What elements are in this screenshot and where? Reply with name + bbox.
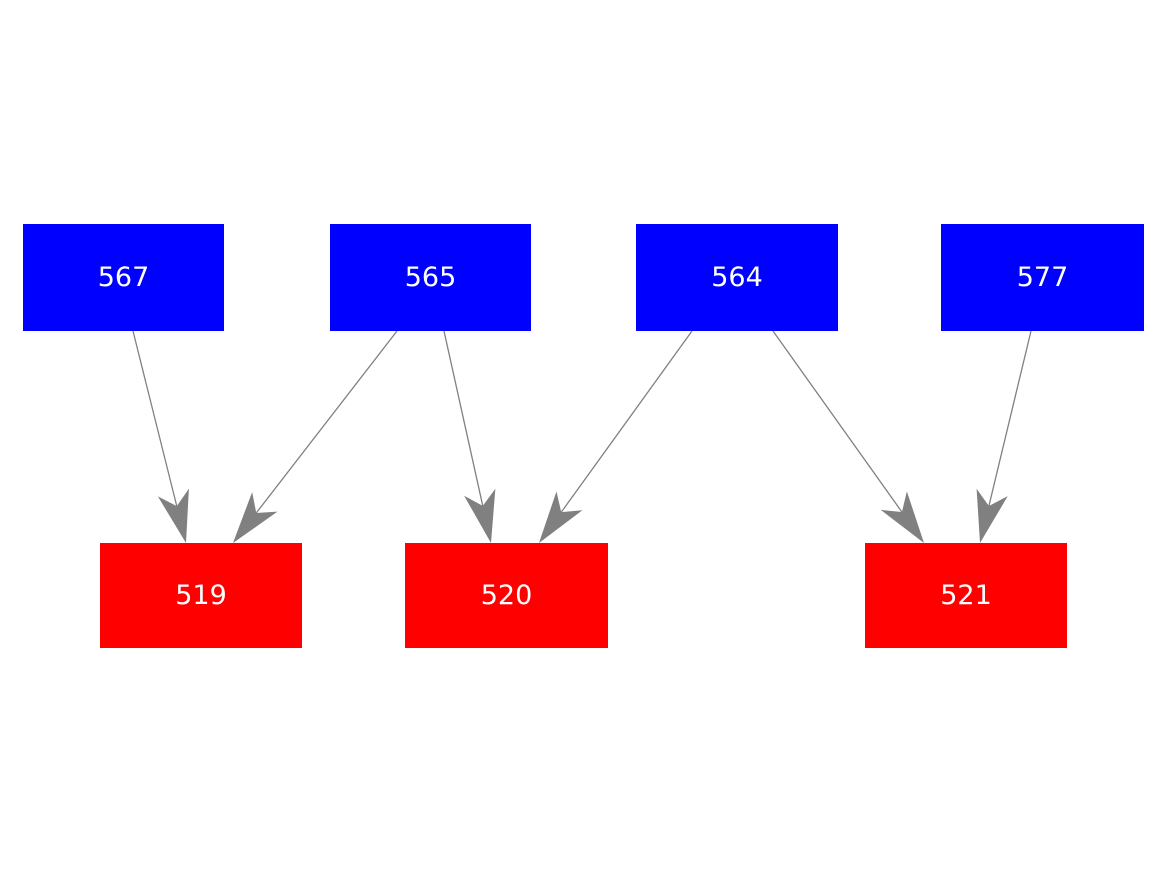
node-label: 567 [98, 262, 150, 293]
nodes-layer: 567 565 564 577 519 520 521 [23, 224, 1144, 648]
node-label: 565 [405, 262, 457, 293]
node-label: 577 [1017, 262, 1069, 293]
edge-565-to-520 [443, 330, 496, 543]
edge-line [772, 330, 916, 531]
node-519[interactable]: 519 [100, 543, 302, 648]
node-564[interactable]: 564 [636, 224, 838, 331]
node-label: 520 [481, 580, 533, 611]
node-box[interactable] [23, 224, 224, 331]
arrowhead-icon [157, 488, 189, 543]
node-box[interactable] [636, 224, 838, 331]
arrowhead-icon [464, 488, 496, 543]
node-label: 521 [940, 580, 992, 611]
edge-line [983, 330, 1032, 528]
node-box[interactable] [405, 543, 608, 648]
node-box[interactable] [865, 543, 1067, 648]
edge-line [443, 330, 489, 528]
edge-line [547, 330, 693, 531]
arrowhead-icon [539, 491, 583, 543]
edge-567-to-519 [132, 330, 189, 543]
node-label: 519 [175, 580, 227, 611]
node-520[interactable]: 520 [405, 543, 608, 648]
arrowhead-icon [880, 491, 924, 543]
node-box[interactable] [941, 224, 1144, 331]
node-577[interactable]: 577 [941, 224, 1144, 331]
arrowhead-icon [976, 488, 1008, 543]
arrowhead-icon [233, 492, 278, 543]
edge-565-to-519 [233, 330, 398, 543]
edge-577-to-521 [976, 330, 1032, 543]
node-box[interactable] [330, 224, 531, 331]
node-label: 564 [711, 262, 763, 293]
edge-564-to-521 [772, 330, 924, 543]
node-565[interactable]: 565 [330, 224, 531, 331]
edges-layer [132, 330, 1032, 543]
edge-line [242, 330, 398, 532]
node-567[interactable]: 567 [23, 224, 224, 331]
edge-564-to-520 [539, 330, 693, 543]
node-521[interactable]: 521 [865, 543, 1067, 648]
edge-line [132, 330, 183, 529]
node-box[interactable] [100, 543, 302, 648]
